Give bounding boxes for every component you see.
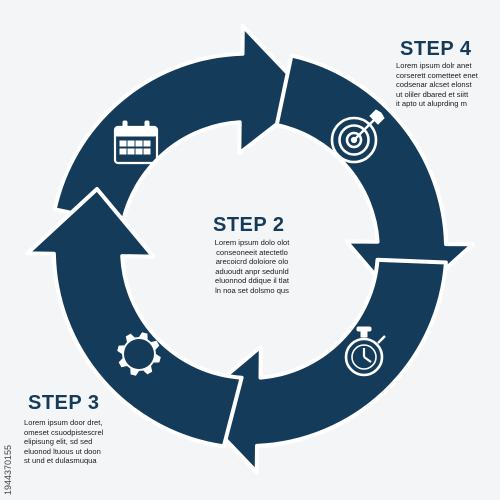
step3-line: omeset csuodpistescrel: [24, 427, 104, 437]
step3-title: STEP 3: [28, 392, 100, 414]
cycle-arrow-step4: [274, 53, 475, 310]
step4-line: Lorem ipsum dolr anet: [396, 61, 472, 70]
stock-image-id: 1944370155: [3, 444, 13, 495]
step3-line: st und et dulasmuqua: [24, 456, 97, 466]
step4-line: corserett cometteet enet: [396, 70, 478, 80]
stopwatch-icon: [344, 326, 386, 377]
gear-lightbulb-icon: [117, 332, 161, 376]
target-icon: [330, 109, 385, 164]
step4-title: STEP 4: [400, 38, 472, 60]
step4-line: ut oliler dbared et siitt: [396, 89, 469, 99]
step4-line: it apto ut aluprding m: [396, 99, 467, 109]
step2-line: conseoneeit atectetlo: [216, 247, 288, 257]
step2-line: arecoicrd doloiore olo: [215, 257, 289, 267]
step2-title: STEP 2: [213, 214, 285, 236]
step4-line: codsenar alcset elonst: [396, 80, 472, 90]
step2-line: eluonnod ddique il tlat: [215, 276, 289, 286]
calendar-icon: [113, 120, 159, 165]
step2-line: Lorem ipsum dolo olot: [214, 238, 290, 247]
cycle-arrow-step3: [25, 187, 244, 449]
step3-line: elipisung elit, sd sed: [24, 437, 93, 447]
step3-line: Lorem ipsum door dret,: [24, 418, 103, 427]
cycle-arrow-step2: [190, 257, 448, 475]
step2-line: aduoudt anpr sedunld: [215, 266, 289, 276]
step3-line: eluonod ltuous ut doon: [24, 446, 101, 456]
step2-line: ln noa set dolsmo qus: [215, 285, 289, 295]
step3-description: Lorem ipsum door dret,omeset csuodpistes…: [24, 418, 103, 466]
